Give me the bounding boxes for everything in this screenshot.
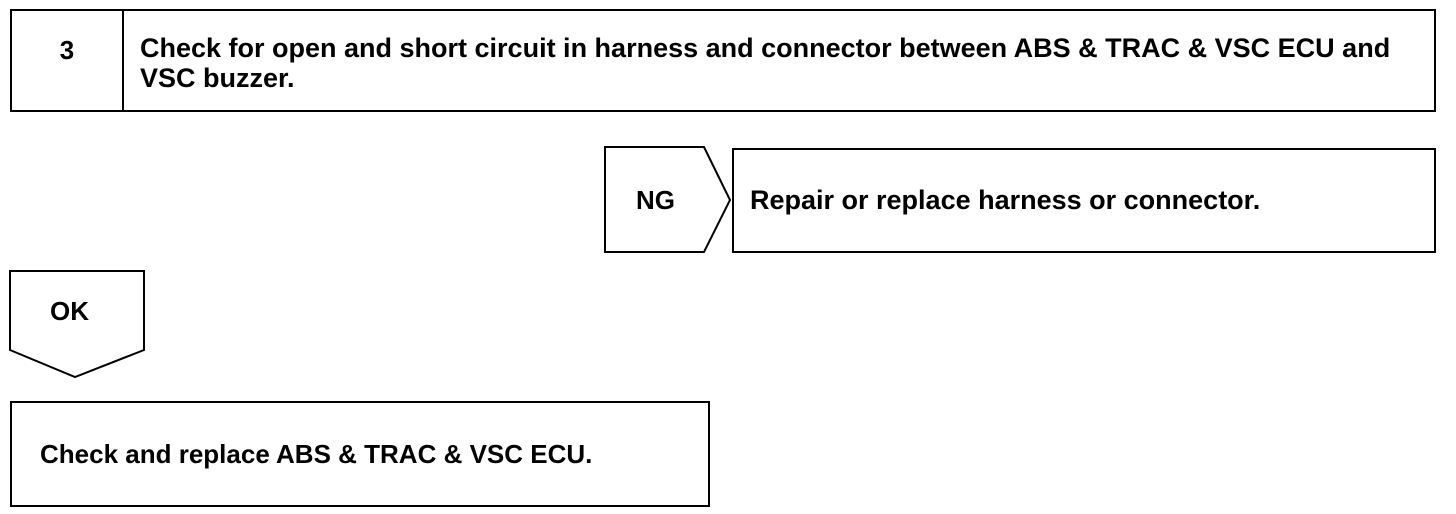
step-number: 3 [12,11,124,110]
ng-label: NG [636,185,675,215]
ng-action-box: Repair or replace harness or connector. [732,148,1436,253]
final-step-box: Check and replace ABS & TRAC & VSC ECU. [10,401,710,507]
ok-label: OK [50,296,89,326]
ng-action-text: Repair or replace harness or connector. [750,185,1261,215]
ng-arrow-icon [604,146,732,253]
ok-arrow-icon [9,270,145,379]
step-description: Check for open and short circuit in harn… [140,33,1391,93]
final-step-text: Check and replace ABS & TRAC & VSC ECU. [40,438,593,469]
step-box: 3 Check for open and short circuit in ha… [10,9,1436,112]
